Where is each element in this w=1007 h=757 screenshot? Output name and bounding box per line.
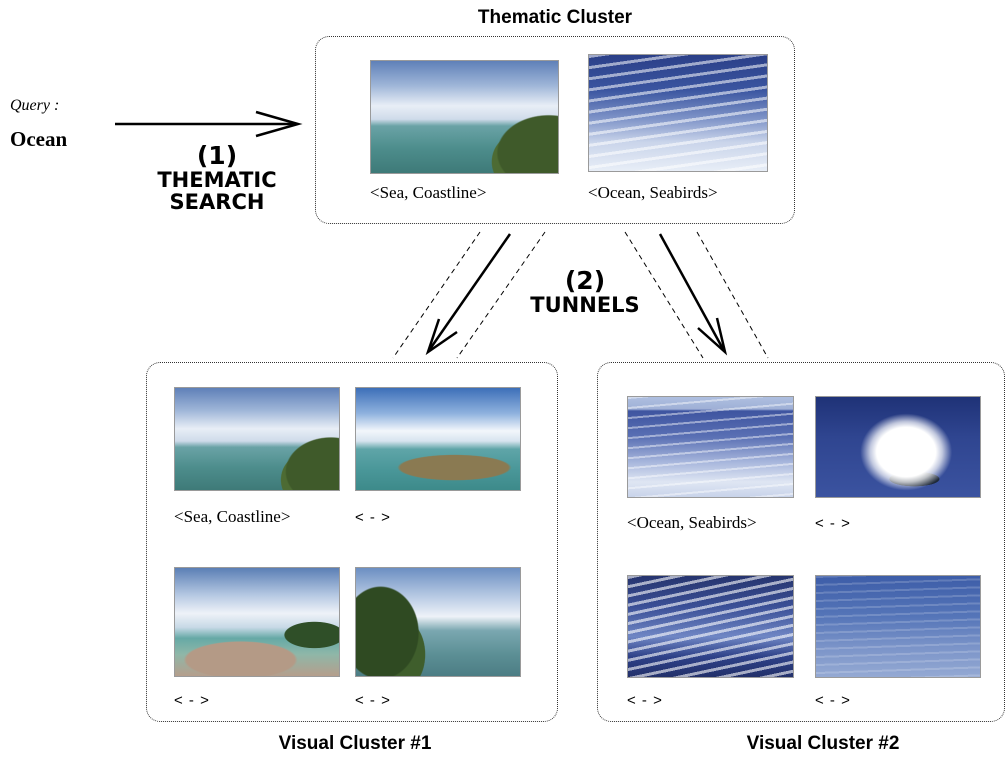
visual-2-image-3 <box>627 575 794 678</box>
thematic-caption-2: <Ocean, Seabirds> <box>588 183 718 202</box>
thematic-cluster-box <box>315 36 795 224</box>
visual-2-image-2 <box>815 396 981 498</box>
step-1-line2: SEARCH <box>169 190 265 215</box>
tunnel-2-edges <box>624 231 769 359</box>
thematic-image-sea-coastline <box>370 60 559 174</box>
visual-1-image-1 <box>174 387 340 491</box>
thematic-image-ocean-seabirds <box>588 54 768 172</box>
visual-2-caption-4: < - > <box>815 692 851 709</box>
query-label: Query : <box>10 97 60 114</box>
visual-cluster-1-title: Visual Cluster #1 <box>278 733 432 754</box>
visual-2-caption-3: < - > <box>627 692 663 709</box>
visual-2-image-1 <box>627 396 794 498</box>
step-2-line1: TUNNELS <box>530 293 640 318</box>
thematic-cluster-title: Thematic Cluster <box>477 7 633 28</box>
thematic-caption-1: <Sea, Coastline> <box>370 183 487 202</box>
visual-2-caption-1: <Ocean, Seabirds> <box>627 513 757 532</box>
visual-cluster-2-box <box>597 362 1005 722</box>
visual-1-image-3 <box>174 567 340 677</box>
step-1-line1: THEMATIC <box>157 168 277 193</box>
tunnel-1-edges <box>392 231 546 359</box>
query-value: Ocean <box>10 127 68 151</box>
step-tunnels: (2) TUNNELS <box>500 266 670 318</box>
visual-1-caption-3: < - > <box>174 692 210 709</box>
thematic-search-arrow <box>115 110 303 138</box>
visual-1-caption-4: < - > <box>355 692 391 709</box>
step-2-number: (2) <box>564 266 606 295</box>
tunnel-1-arrow <box>425 233 512 356</box>
tunnel-2-arrow <box>658 233 728 356</box>
visual-1-image-4 <box>355 567 521 677</box>
visual-1-caption-1: <Sea, Coastline> <box>174 507 291 526</box>
visual-1-caption-2: < - > <box>355 509 391 526</box>
visual-1-image-2 <box>355 387 521 491</box>
step-1-number: (1) <box>196 141 238 170</box>
visual-cluster-2-title: Visual Cluster #2 <box>746 733 900 754</box>
visual-cluster-1-box <box>146 362 558 722</box>
visual-2-caption-2: < - > <box>815 515 851 532</box>
step-thematic-search: (1) THEMATIC SEARCH <box>112 141 322 215</box>
visual-2-image-4 <box>815 575 981 678</box>
